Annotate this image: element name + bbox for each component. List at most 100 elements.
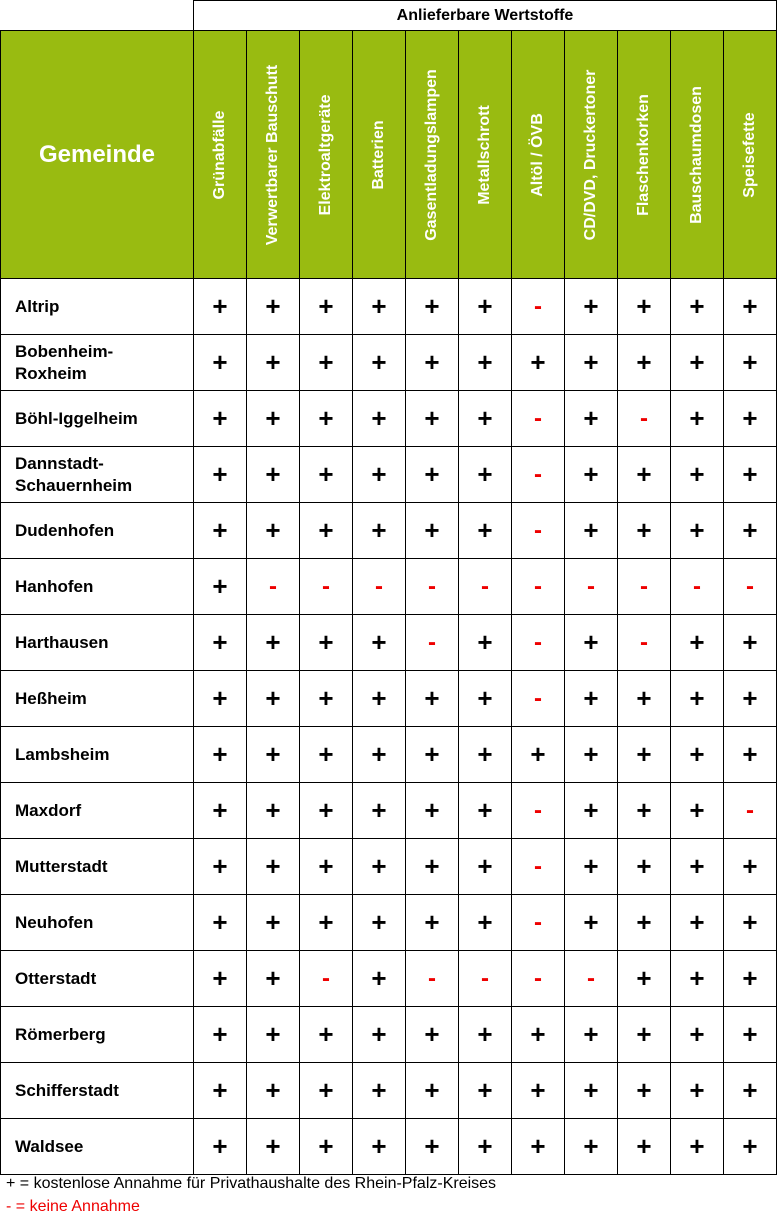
legend-minus: - = keine Annahme [6, 1198, 140, 1215]
status-cell: + [246, 446, 300, 503]
status-cell: - [299, 950, 353, 1007]
column-header-label: Flaschenkorken [635, 93, 652, 216]
accepted-mark: + [212, 627, 228, 657]
accepted-mark: + [265, 851, 281, 881]
accepted-mark: + [742, 459, 758, 489]
accepted-mark: + [742, 907, 758, 937]
status-cell: + [458, 894, 512, 951]
status-cell: + [617, 1118, 671, 1175]
not-accepted-mark: - [428, 572, 436, 600]
accepted-mark: + [265, 1131, 281, 1161]
accepted-mark: + [371, 739, 387, 769]
not-accepted-mark: - [534, 404, 542, 432]
status-cell: + [617, 334, 671, 391]
accepted-mark: + [265, 1075, 281, 1105]
status-cell: + [193, 334, 247, 391]
status-cell: + [617, 782, 671, 839]
table-row: Heßheim++++++-++++ [0, 670, 777, 727]
not-accepted-mark: - [322, 572, 330, 600]
status-cell: + [723, 1062, 777, 1119]
accepted-mark: + [742, 739, 758, 769]
accepted-mark: + [212, 459, 228, 489]
blank-corner [0, 0, 194, 31]
status-cell: + [458, 782, 512, 839]
accepted-mark: + [742, 627, 758, 657]
accepted-mark: + [477, 1075, 493, 1105]
status-cell: + [723, 838, 777, 895]
status-cell: - [723, 782, 777, 839]
status-cell: + [405, 1062, 459, 1119]
table-row: Waldsee+++++++++++ [0, 1118, 777, 1175]
status-cell: + [723, 1118, 777, 1175]
accepted-mark: + [742, 515, 758, 545]
status-cell: + [352, 1118, 406, 1175]
column-header: Gasentladungslampen [405, 30, 459, 279]
accepted-mark: + [477, 907, 493, 937]
not-accepted-mark: - [640, 628, 648, 656]
status-cell: - [458, 950, 512, 1007]
status-cell: + [458, 446, 512, 503]
status-cell: + [246, 894, 300, 951]
accepted-mark: + [424, 403, 440, 433]
column-header-label: Speisefette [741, 111, 758, 198]
status-cell: + [564, 502, 618, 559]
status-cell: + [299, 502, 353, 559]
gemeinde-name: Dannstadt- Schauernheim [0, 446, 194, 503]
not-accepted-mark: - [481, 572, 489, 600]
status-cell: + [246, 1062, 300, 1119]
accepted-mark: + [318, 683, 334, 713]
status-cell: + [299, 1118, 353, 1175]
table-body: Altrip++++++-++++Bobenheim- Roxheim+++++… [0, 278, 777, 1175]
accepted-mark: + [477, 291, 493, 321]
accepted-mark: + [477, 795, 493, 825]
column-header-label: Grünabfälle [211, 110, 228, 199]
accepted-mark: + [636, 515, 652, 545]
status-cell: + [511, 1118, 565, 1175]
status-cell: + [617, 950, 671, 1007]
status-cell: + [299, 782, 353, 839]
status-cell: - [723, 558, 777, 615]
accepted-mark: + [583, 515, 599, 545]
accepted-mark: + [583, 851, 599, 881]
column-header-label: Metallschrott [476, 104, 493, 205]
accepted-mark: + [212, 963, 228, 993]
status-cell: + [723, 446, 777, 503]
not-accepted-mark: - [534, 852, 542, 880]
table-row: Neuhofen++++++-++++ [0, 894, 777, 951]
accepted-mark: + [530, 739, 546, 769]
column-header: Flaschenkorken [617, 30, 671, 279]
status-cell: + [352, 502, 406, 559]
accepted-mark: + [636, 459, 652, 489]
status-cell: + [723, 390, 777, 447]
status-cell: + [564, 614, 618, 671]
status-cell: + [670, 950, 724, 1007]
status-cell: + [617, 1062, 671, 1119]
not-accepted-mark: - [534, 572, 542, 600]
table-row: Altrip++++++-++++ [0, 278, 777, 335]
accepted-mark: + [583, 795, 599, 825]
status-cell: + [564, 670, 618, 727]
column-header-label: Altöl / ÖVB [529, 112, 546, 197]
status-cell: + [246, 1006, 300, 1063]
accepted-mark: + [265, 347, 281, 377]
accepted-mark: + [371, 683, 387, 713]
status-cell: + [458, 614, 512, 671]
accepted-mark: + [212, 1075, 228, 1105]
status-cell: + [723, 278, 777, 335]
status-cell: - [511, 390, 565, 447]
gemeinde-name: Waldsee [0, 1118, 194, 1175]
status-cell: + [670, 838, 724, 895]
accepted-mark: + [318, 1075, 334, 1105]
accepted-mark: + [265, 795, 281, 825]
status-cell: + [299, 726, 353, 783]
accepted-mark: + [212, 907, 228, 937]
table-row: Dudenhofen++++++-++++ [0, 502, 777, 559]
accepted-mark: + [530, 1075, 546, 1105]
status-cell: + [405, 390, 459, 447]
column-header: CD/DVD, Druckertoner [564, 30, 618, 279]
column-header-label: Elektroaltgeräte [317, 94, 334, 215]
wertstoff-table: Anlieferbare Wertstoffe Gemeinde Grünabf… [0, 0, 777, 1175]
accepted-mark: + [212, 347, 228, 377]
accepted-mark: + [212, 403, 228, 433]
status-cell: + [405, 894, 459, 951]
